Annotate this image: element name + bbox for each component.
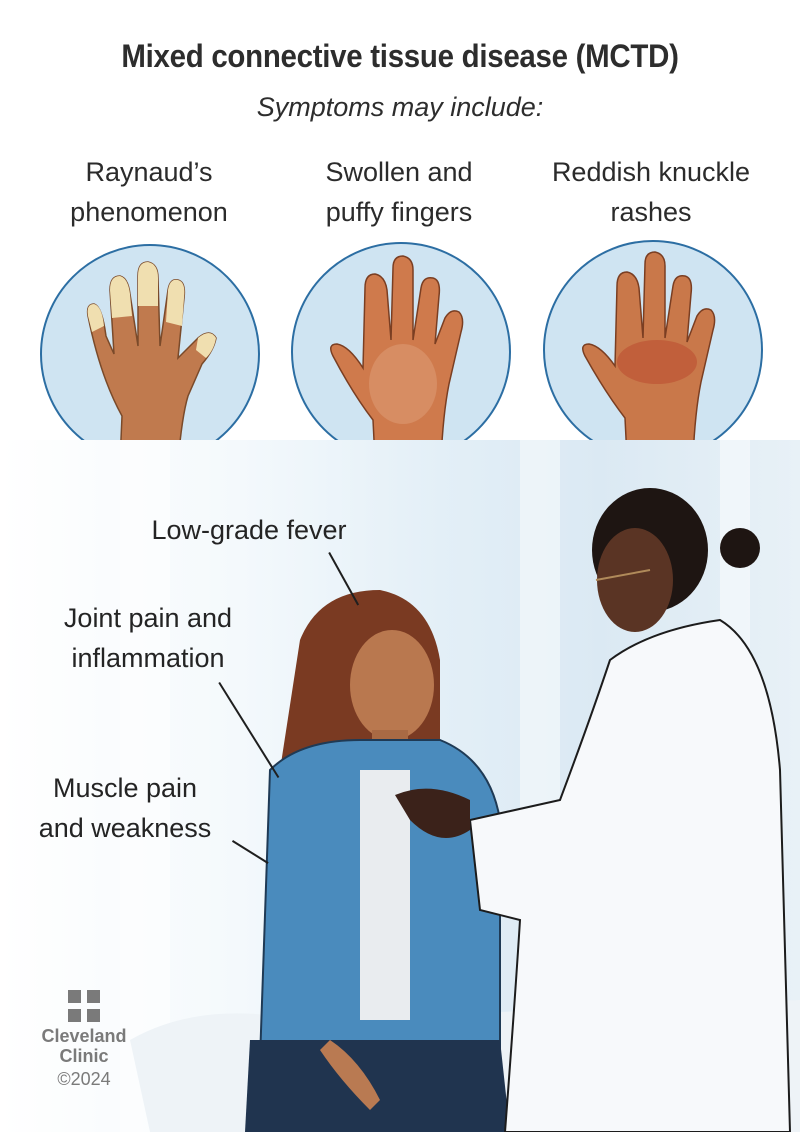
symptom-label: Raynaud’s phenomenon	[70, 157, 228, 227]
page-title: Mixed connective tissue disease (MCTD)	[121, 38, 679, 74]
doctor-patient-illustration	[0, 440, 800, 1132]
hand-knuckle-rash-icon	[582, 251, 716, 458]
symptom-knuckle-rashes: Reddish knuckle rashes	[526, 152, 776, 234]
symptom-label: Reddish knuckle rashes	[551, 157, 751, 227]
symptom-joint-pain: Joint pain and inflammation	[63, 603, 233, 673]
symptom-raynauds: Raynaud’s phenomenon	[24, 152, 274, 234]
scene-figures-icon	[130, 488, 800, 1132]
symptom-label: Swollen and puffy fingers	[325, 157, 473, 227]
hand-illustration-swollen	[291, 242, 511, 462]
cleveland-clinic-branding: Cleveland Clinic ©2024	[36, 990, 132, 1092]
hand-illustration-knuckle-rash	[543, 240, 763, 460]
cleveland-clinic-logo-icon	[68, 990, 100, 1022]
symptom-swollen-fingers: Swollen and puffy fingers	[274, 152, 524, 234]
copyright: ©2024	[57, 1069, 111, 1089]
page-subtitle: Symptoms may include:	[256, 92, 544, 122]
hand-illustration-raynauds	[40, 244, 260, 464]
symptom-muscle-pain: Muscle pain and weakness	[38, 773, 212, 843]
symptom-low-grade-fever: Low-grade fever	[151, 515, 347, 545]
hand-pale-fingertips-icon	[86, 261, 217, 462]
hand-swollen-fingers-icon	[330, 255, 464, 460]
